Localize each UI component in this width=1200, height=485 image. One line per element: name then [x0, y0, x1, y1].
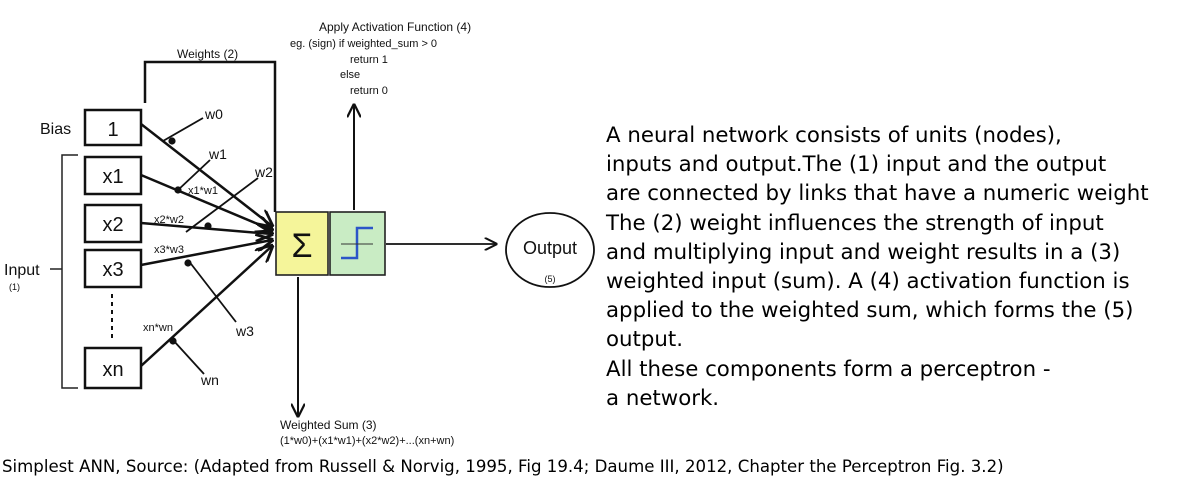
- w0-tick: [162, 117, 204, 142]
- bias-label: Bias: [40, 121, 71, 138]
- weights-label: Weights (2): [177, 47, 238, 61]
- description-line: are connected by links that have a numer…: [606, 181, 1149, 207]
- description-line: All these components form a perceptron -: [606, 356, 1051, 382]
- description-line: and multiplying input and weight results…: [606, 239, 1121, 265]
- w3-dot: [184, 259, 192, 267]
- w0-dot: [168, 137, 176, 145]
- x1-value: x1: [102, 166, 123, 188]
- bias-link: [140, 123, 272, 226]
- summation-symbol: Σ: [291, 227, 312, 265]
- xn-value: xn: [102, 359, 123, 381]
- activation-title: Apply Activation Function (4): [319, 20, 471, 34]
- x2-value: x2: [102, 214, 123, 236]
- figure-caption: Simplest ANN, Source: (Adapted from Russ…: [2, 457, 1004, 476]
- w2-dot: [204, 222, 212, 230]
- x3-value: x3: [102, 259, 123, 281]
- input-node-xn: [83, 346, 143, 390]
- weighted-sum-title: Weighted Sum (3): [280, 418, 377, 432]
- bias-value: 1: [107, 119, 118, 141]
- description-text: A neural network consists of units (node…: [606, 121, 1198, 413]
- description-line: a network.: [606, 385, 720, 411]
- description-line: The (2) weight influences the strength o…: [606, 210, 1104, 236]
- w3-tick: [187, 259, 237, 323]
- x2w2-label: x2*w2: [154, 214, 184, 226]
- description-line: weighted input (sum). A (4) activation f…: [606, 269, 1130, 295]
- xn-link: [140, 246, 272, 367]
- wn-dot: [169, 337, 177, 345]
- w1-tick: [177, 159, 211, 191]
- xnwn-label: xn*wn: [143, 322, 173, 334]
- step-function-icon: [341, 226, 373, 260]
- input-bracket: [61, 154, 78, 389]
- perceptron-diagram: Σ 1 x1 x2 x3 xn Bias Weights (2) Input (…: [4, 20, 595, 447]
- output-node: [505, 212, 595, 288]
- w1-dot: [174, 186, 182, 194]
- description-line: inputs and output.The (1) input and the …: [606, 152, 1107, 178]
- activation-line-1: eg. (sign) if weighted_sum > 0: [290, 38, 437, 50]
- output-number: (5): [545, 274, 556, 284]
- output-label: Output: [523, 238, 577, 258]
- weights-bracket: [143, 60, 277, 212]
- input-node-x2: [83, 203, 143, 244]
- activation-line-3: else: [340, 69, 360, 81]
- description-line: applied to the weighted sum, which forms…: [606, 298, 1134, 324]
- weighted-sum-formula: (1*w0)+(x1*w1)+(x2*w2)+...(xn+wn): [280, 435, 454, 447]
- x1w1-label: x1*w1: [188, 185, 218, 197]
- summation-node: [275, 211, 329, 276]
- x3w3-label: x3*w3: [154, 244, 184, 256]
- w2-tick: [185, 177, 259, 233]
- activation-line-2: return 1: [350, 54, 388, 66]
- w3-label: w3: [235, 323, 254, 339]
- description-line: output.: [606, 327, 684, 353]
- x3-link: [140, 240, 272, 267]
- input-number: (1): [9, 282, 20, 292]
- w0-label: w0: [204, 106, 223, 122]
- wn-tick: [172, 339, 205, 375]
- input-label: Input: [4, 262, 40, 279]
- description-line: A neural network consists of units (node…: [606, 123, 1062, 148]
- input-node-x3: [83, 248, 143, 289]
- activation-line-4: return 0: [350, 85, 388, 97]
- bias-node: [83, 108, 143, 147]
- wn-label: wn: [200, 372, 219, 388]
- x1-link: [140, 173, 272, 230]
- w2-label: w2: [254, 164, 273, 180]
- w1-label: w1: [208, 146, 227, 162]
